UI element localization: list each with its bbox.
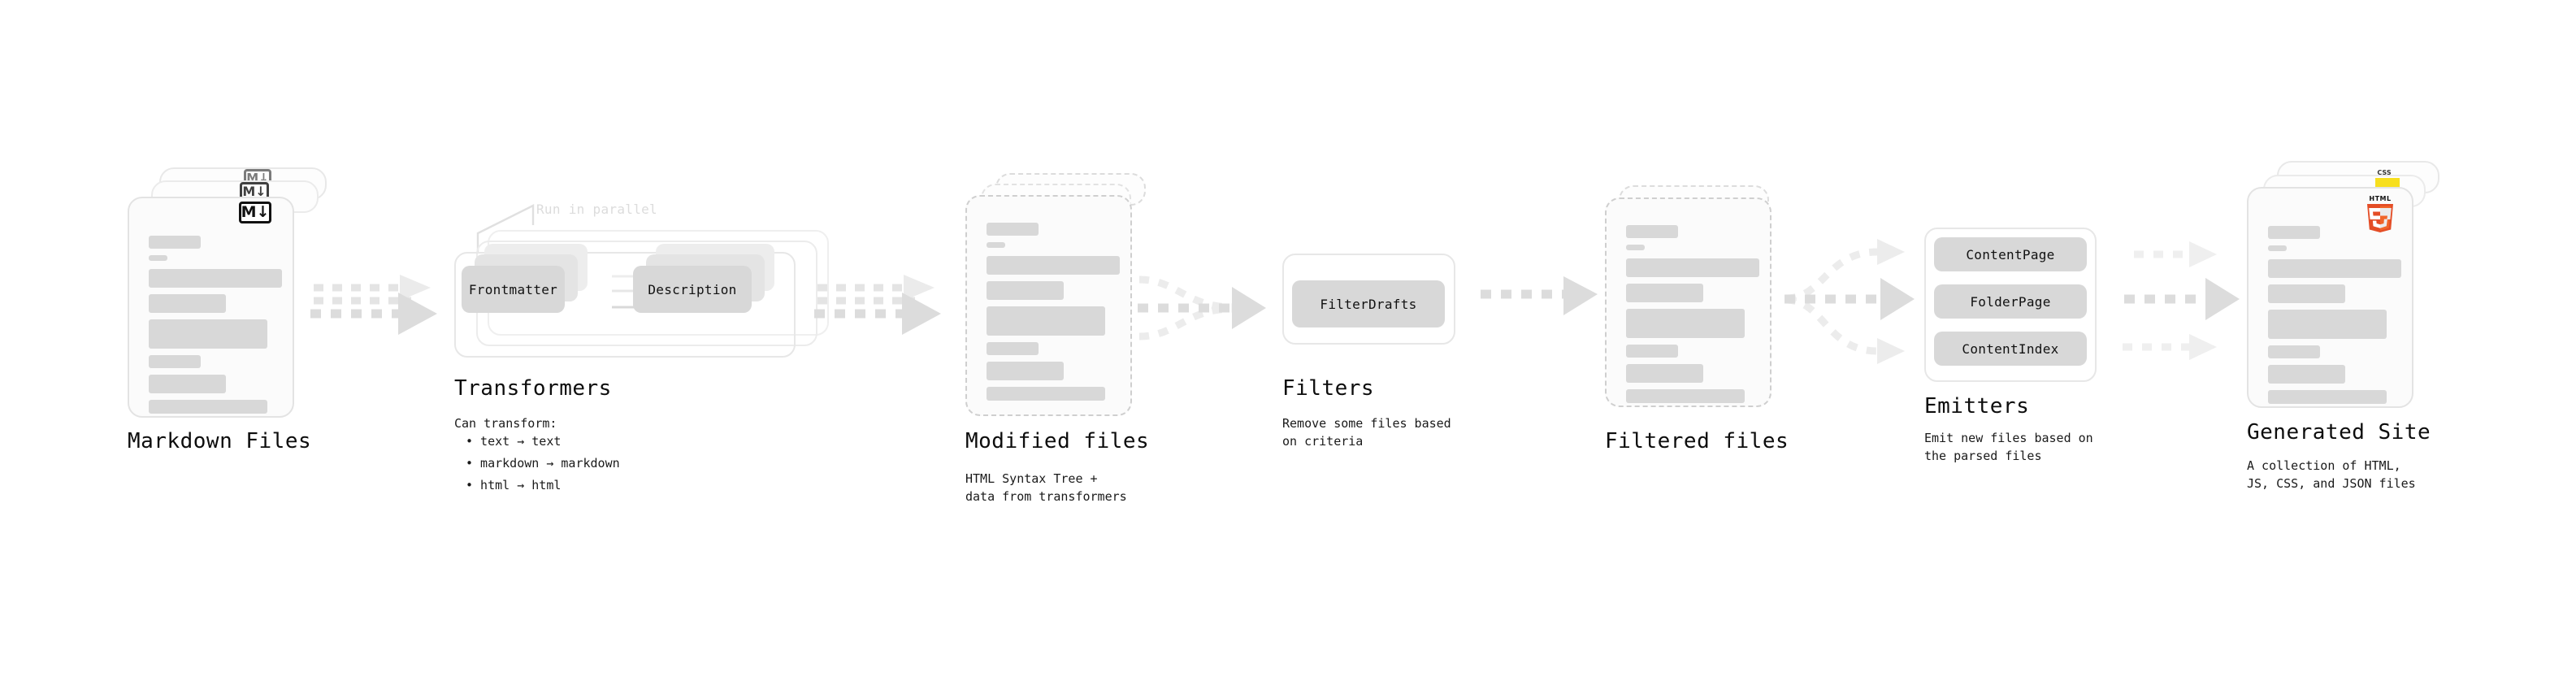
skeleton-line xyxy=(2268,259,2401,278)
arrow-emitters-to-generated xyxy=(2123,241,2240,360)
chip-label: ContentPage xyxy=(1966,246,2055,262)
transformers-bullet-1: • markdown → markdown xyxy=(466,456,620,471)
stage-description-modified-files: HTML Syntax Tree + data from transformer… xyxy=(965,471,1127,504)
stage-heading-filtered-files: Filtered files xyxy=(1605,429,1789,453)
run-in-parallel-bracket xyxy=(476,204,535,253)
chip-label: FolderPage xyxy=(1970,293,2051,310)
chip-label: Description xyxy=(648,281,737,297)
skeleton-line xyxy=(1626,225,1678,238)
skeleton-line xyxy=(987,387,1105,401)
skeleton-line xyxy=(149,255,167,261)
emitter-chip-folderpage[interactable]: FolderPage xyxy=(1934,284,2087,319)
filtered-file-card-front xyxy=(1605,197,1772,407)
arrow-markdown-to-transformers xyxy=(310,275,437,335)
arrow-transformers-to-modified xyxy=(814,275,941,335)
run-in-parallel-label: Run in parallel xyxy=(536,202,657,217)
arrow-filters-to-filtered xyxy=(1481,276,1598,315)
transformer-chip-description[interactable]: Description xyxy=(633,266,752,313)
svg-text:CSS: CSS xyxy=(2377,169,2391,176)
transformers-bullet-0: • text → text xyxy=(466,434,562,449)
skeleton-line xyxy=(987,362,1064,380)
stage-description-transformers: Can transform: xyxy=(454,416,557,431)
skeleton-line xyxy=(1626,389,1745,403)
arrow-filtered-to-emitters xyxy=(1785,239,1915,364)
stage-heading-emitters: Emitters xyxy=(1924,394,2030,419)
skeleton-line xyxy=(149,375,226,393)
skeleton-line xyxy=(1626,345,1678,358)
html5-icon: HTML xyxy=(2367,195,2393,232)
skeleton-line xyxy=(1626,245,1645,250)
skeleton-line xyxy=(2268,226,2320,239)
skeleton-line xyxy=(987,342,1039,355)
stage-heading-markdown-files: Markdown Files xyxy=(128,429,312,453)
transformer-chip-frontmatter[interactable]: Frontmatter xyxy=(462,266,565,313)
transformer-group-front xyxy=(454,252,796,358)
skeleton-line xyxy=(149,319,267,349)
stage-heading-generated-site: Generated Site xyxy=(2247,420,2431,445)
skeleton-line xyxy=(2268,284,2345,303)
chip-label: FilterDrafts xyxy=(1320,296,1417,312)
skeleton-line xyxy=(987,242,1005,248)
skeleton-line xyxy=(987,281,1064,300)
skeleton-line xyxy=(1626,309,1745,338)
skeleton-line xyxy=(149,355,201,368)
skeleton-line xyxy=(987,306,1105,336)
skeleton-line xyxy=(2268,245,2287,251)
emitters-box xyxy=(1924,228,2097,382)
skeleton-line xyxy=(2268,345,2320,358)
skeleton-line xyxy=(149,400,267,414)
skeleton-line xyxy=(149,269,282,288)
arrow-modified-to-filters xyxy=(1138,275,1266,340)
chip-label: Frontmatter xyxy=(468,281,558,297)
stage-heading-filters: Filters xyxy=(1282,376,1375,401)
skeleton-line xyxy=(2268,365,2345,384)
stage-heading-transformers: Transformers xyxy=(454,376,612,401)
skeleton-line xyxy=(1626,364,1703,383)
skeleton-line xyxy=(149,294,226,313)
filter-chip-filterdrafts[interactable]: FilterDrafts xyxy=(1292,280,1445,327)
stage-description-filters: Remove some files based on criteria xyxy=(1282,416,1451,449)
stage-description-emitters: Emit new files based on the parsed files xyxy=(1924,431,2093,463)
emitter-chip-contentindex[interactable]: ContentIndex xyxy=(1934,332,2087,366)
skeleton-line xyxy=(987,223,1039,236)
skeleton-line xyxy=(149,236,201,249)
emitter-chip-contentpage[interactable]: ContentPage xyxy=(1934,237,2087,271)
filters-box xyxy=(1282,254,1455,345)
modified-file-card-front xyxy=(965,195,1132,416)
transformers-bullet-2: • html → html xyxy=(466,478,562,492)
skeleton-line xyxy=(2268,390,2387,404)
markdown-file-card-front xyxy=(128,197,294,418)
skeleton-line xyxy=(2268,310,2387,339)
svg-text:HTML: HTML xyxy=(2369,195,2391,202)
skeleton-line xyxy=(987,256,1120,275)
stage-description-generated-site: A collection of HTML, JS, CSS, and JSON … xyxy=(2247,458,2416,491)
chip-label: ContentIndex xyxy=(1962,340,2059,357)
skeleton-line xyxy=(1626,284,1703,302)
skeleton-line xyxy=(1626,258,1759,277)
markdown-icon: M↓ xyxy=(239,202,271,223)
stage-heading-modified-files: Modified files xyxy=(965,429,1150,453)
